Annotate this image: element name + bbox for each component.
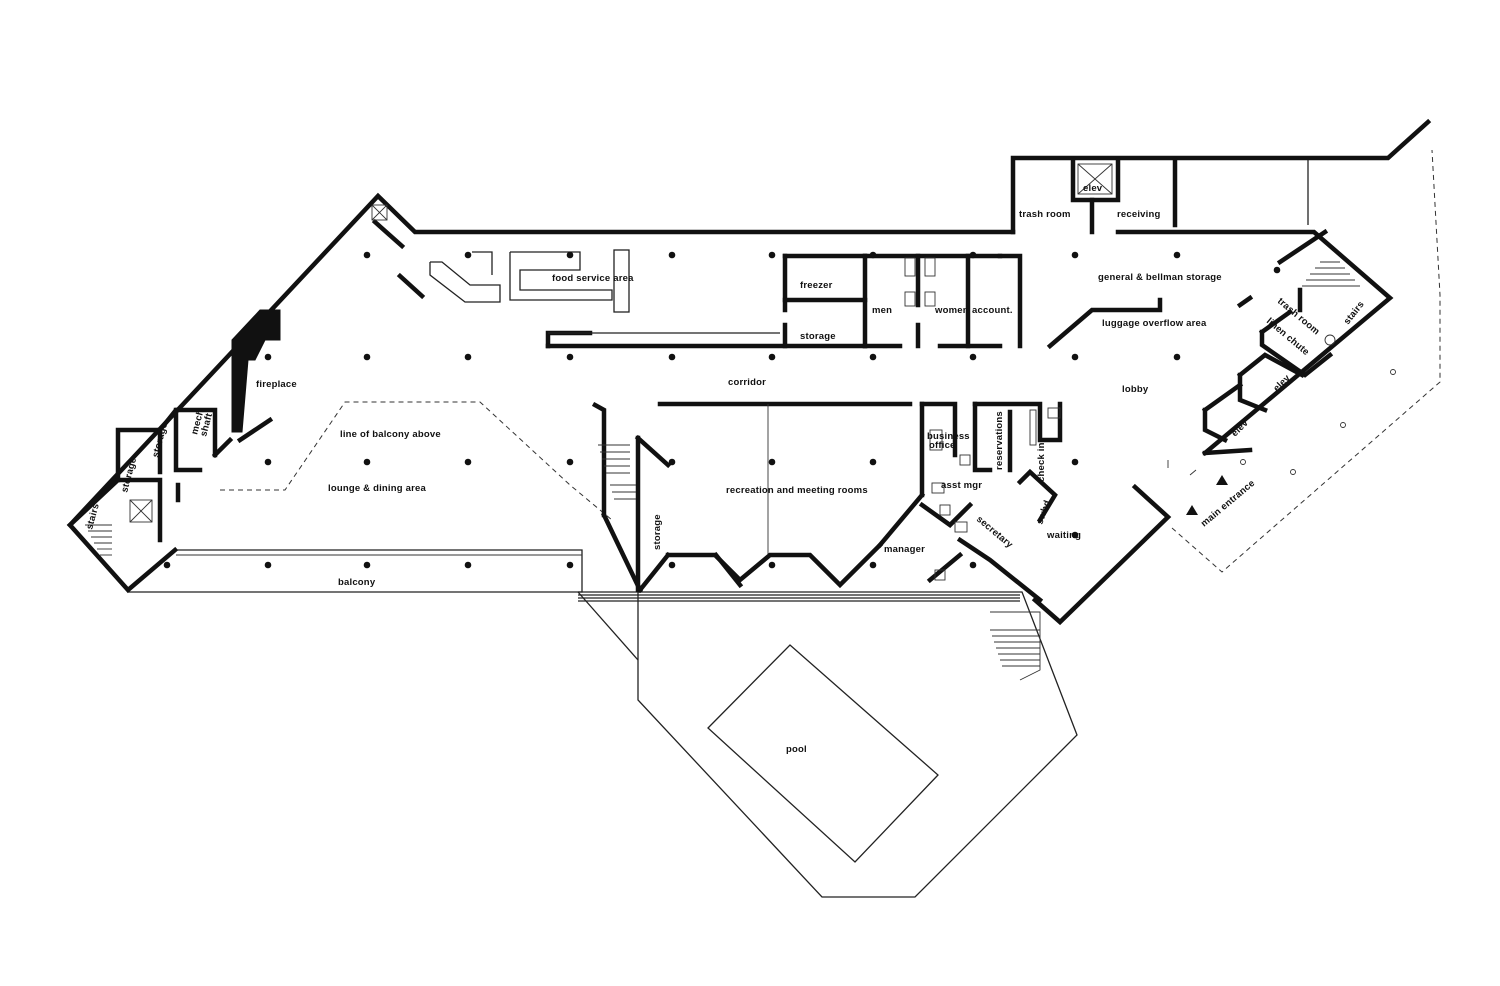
column-dot <box>1071 353 1079 361</box>
column-dot <box>264 561 272 569</box>
pool-terrace <box>577 591 1078 898</box>
column-dot <box>566 251 574 259</box>
label-business-office-2: office <box>929 440 956 451</box>
column-dot <box>969 251 977 259</box>
column-dot <box>264 353 272 361</box>
label-fireplace: fireplace <box>256 379 297 390</box>
column-dot <box>566 458 574 466</box>
label-account: account. <box>972 305 1013 316</box>
label-general-bellman-storage: general & bellman storage <box>1098 272 1222 283</box>
column-dot <box>464 561 472 569</box>
column-dot <box>768 353 776 361</box>
column-dot <box>1071 531 1079 539</box>
column-dot <box>464 353 472 361</box>
label-storage-left-upper: storage <box>150 421 170 458</box>
column-dot <box>363 251 371 259</box>
pool-outline <box>707 644 939 863</box>
label-main-entrance: main entrance <box>1199 478 1257 530</box>
label-freezer: freezer <box>800 280 833 291</box>
label-pool: pool <box>786 744 807 755</box>
column-dot <box>363 353 371 361</box>
label-lobby: lobby <box>1122 384 1149 395</box>
column-dot <box>1071 458 1079 466</box>
column-dot <box>264 458 272 466</box>
label-line-of-balcony-above: line of balcony above <box>340 429 441 440</box>
column-dot <box>464 251 472 259</box>
label-men: men <box>872 305 892 316</box>
column-dot <box>566 561 574 569</box>
label-balcony: balcony <box>338 577 376 588</box>
column-dot <box>464 458 472 466</box>
label-manager: manager <box>884 544 925 555</box>
column-dot <box>969 561 977 569</box>
label-reservations: reservations <box>994 411 1005 470</box>
label-luggage-overflow-area: luggage overflow area <box>1102 318 1207 329</box>
label-elev-top: elev <box>1083 183 1103 194</box>
label-recreation-meeting-rooms: recreation and meeting rooms <box>726 485 868 496</box>
label-asst-mgr: asst mgr <box>941 480 982 491</box>
column-dot <box>869 251 877 259</box>
label-storage-left-lower: storage <box>119 456 139 493</box>
column-dot <box>566 353 574 361</box>
label-secretary: secretary <box>974 514 1015 551</box>
column-dot <box>869 353 877 361</box>
label-swbd: swbd <box>1034 499 1053 526</box>
interior-walls <box>66 163 1360 681</box>
structural-columns <box>163 251 1281 569</box>
label-check-in: check in <box>1036 442 1047 482</box>
column-dot <box>668 458 676 466</box>
label-elev-right2: elev <box>1229 417 1251 439</box>
column-dot <box>163 561 171 569</box>
column-dot <box>668 251 676 259</box>
column-dot <box>1071 251 1079 259</box>
column-dot <box>1173 251 1181 259</box>
column-dot <box>869 458 877 466</box>
label-women: women <box>934 305 969 316</box>
column-dot <box>969 353 977 361</box>
label-food-service-area: food service area <box>552 273 634 284</box>
column-dot <box>768 561 776 569</box>
label-storage-mid: storage <box>652 514 663 550</box>
exterior-walls <box>66 118 1432 626</box>
label-trash-room-top: trash room <box>1019 209 1071 220</box>
label-elev-right: elev <box>1271 372 1293 394</box>
column-dot <box>668 561 676 569</box>
column-dot <box>1273 266 1281 274</box>
entrance-canopy-dashed <box>1171 149 1441 573</box>
label-receiving: receiving <box>1117 209 1161 220</box>
column-dot <box>869 561 877 569</box>
label-storage-kitchen: storage <box>800 331 836 342</box>
column-dot <box>768 251 776 259</box>
entrance-markers <box>1186 369 1396 515</box>
column-dot <box>668 353 676 361</box>
column-dot <box>1173 353 1181 361</box>
balcony-edge <box>128 549 583 593</box>
label-lounge-dining-area: lounge & dining area <box>328 483 426 494</box>
label-business-office-1: business <box>927 431 970 442</box>
column-dot <box>363 561 371 569</box>
column-dot <box>363 458 371 466</box>
line-of-balcony-dashed <box>220 401 613 521</box>
label-waiting: waiting <box>1046 530 1081 541</box>
room-labels: food service area freezer storage men wo… <box>84 183 1366 755</box>
label-corridor: corridor <box>728 377 766 388</box>
column-dot <box>768 458 776 466</box>
